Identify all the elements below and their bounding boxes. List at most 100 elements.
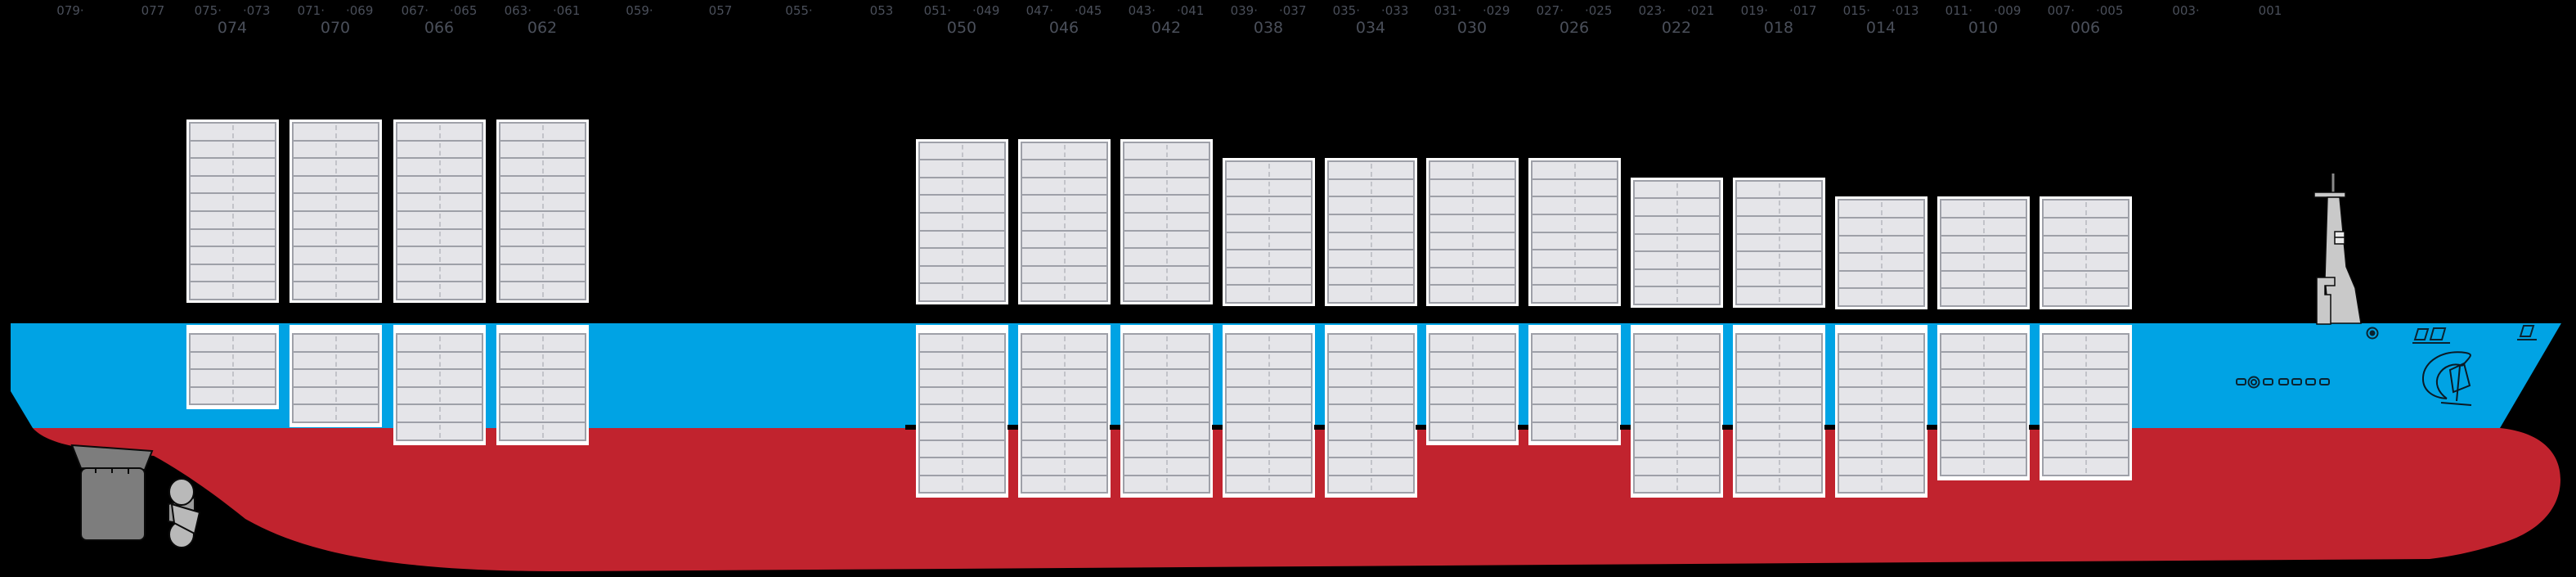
container-slot[interactable] (498, 192, 586, 212)
container-slot[interactable] (2041, 234, 2129, 255)
container-slot[interactable] (1632, 214, 1721, 235)
container-slot[interactable] (1632, 179, 1721, 200)
container-slot[interactable] (1530, 266, 1618, 286)
container-slot[interactable] (918, 350, 1006, 371)
container-slot[interactable] (1939, 403, 2027, 423)
container-slot[interactable] (1530, 196, 1618, 215)
deck-stack-bay-026[interactable] (1528, 158, 1621, 306)
container-slot[interactable] (1224, 284, 1313, 304)
container-slot[interactable] (1020, 211, 1108, 232)
container-slot[interactable] (188, 281, 276, 300)
container-slot[interactable] (1837, 333, 1925, 353)
container-slot[interactable] (1632, 368, 1721, 388)
container-slot[interactable] (1632, 457, 1721, 476)
hold-stack-bay-066[interactable] (393, 325, 486, 445)
container-slot[interactable] (918, 368, 1006, 388)
container-slot[interactable] (188, 228, 276, 248)
container-slot[interactable] (498, 350, 586, 371)
container-slot[interactable] (291, 228, 379, 248)
container-slot[interactable] (1020, 247, 1108, 267)
container-slot[interactable] (188, 139, 276, 160)
deck-stack-bay-074[interactable] (186, 119, 279, 303)
container-slot[interactable] (1632, 268, 1721, 288)
container-slot[interactable] (1020, 333, 1108, 353)
container-slot[interactable] (1122, 141, 1210, 161)
deck-stack-bay-010[interactable] (1936, 196, 2030, 309)
container-slot[interactable] (1837, 199, 1925, 219)
container-slot[interactable] (1020, 421, 1108, 441)
deck-stack-bay-066[interactable] (393, 119, 486, 303)
container-slot[interactable] (1122, 403, 1210, 423)
container-slot[interactable] (1326, 284, 1415, 304)
container-slot[interactable] (1122, 421, 1210, 441)
container-slot[interactable] (1428, 160, 1516, 180)
container-slot[interactable] (1326, 213, 1415, 233)
container-slot[interactable] (1837, 287, 1925, 307)
container-slot[interactable] (1735, 232, 1823, 253)
container-slot[interactable] (918, 141, 1006, 161)
container-slot[interactable] (2041, 199, 2129, 219)
container-slot[interactable] (1224, 368, 1313, 388)
deck-stack-bay-042[interactable] (1120, 138, 1213, 304)
container-slot[interactable] (498, 421, 586, 441)
container-slot[interactable] (1939, 269, 2027, 290)
container-slot[interactable] (291, 403, 379, 423)
container-slot[interactable] (498, 210, 586, 230)
hold-stack-bay-006[interactable] (2039, 325, 2132, 480)
container-slot[interactable] (1939, 234, 2027, 255)
container-slot[interactable] (1326, 474, 1415, 494)
hold-stack-bay-042[interactable] (1120, 325, 1213, 498)
container-slot[interactable] (1428, 196, 1516, 215)
deck-stack-bay-062[interactable] (496, 119, 589, 303)
container-slot[interactable] (395, 350, 483, 371)
hold-stack-bay-010[interactable] (1936, 325, 2030, 480)
container-slot[interactable] (1020, 457, 1108, 476)
container-slot[interactable] (1939, 199, 2027, 219)
container-slot[interactable] (1837, 421, 1925, 441)
hold-stack-bay-030[interactable] (1425, 325, 1519, 445)
container-slot[interactable] (1428, 333, 1516, 353)
container-slot[interactable] (1632, 232, 1721, 253)
container-slot[interactable] (1735, 403, 1823, 423)
container-slot[interactable] (395, 157, 483, 177)
container-slot[interactable] (918, 439, 1006, 459)
container-slot[interactable] (1224, 385, 1313, 406)
container-slot[interactable] (1735, 385, 1823, 406)
deck-stack-bay-006[interactable] (2039, 196, 2132, 309)
container-slot[interactable] (498, 157, 586, 177)
container-slot[interactable] (1224, 213, 1313, 233)
container-slot[interactable] (2041, 216, 2129, 237)
container-slot[interactable] (1939, 350, 2027, 371)
container-slot[interactable] (1735, 286, 1823, 305)
container-slot[interactable] (498, 403, 586, 423)
container-slot[interactable] (1939, 216, 2027, 237)
container-slot[interactable] (1530, 403, 1618, 423)
container-slot[interactable] (1224, 231, 1313, 251)
container-slot[interactable] (1530, 333, 1618, 353)
container-slot[interactable] (395, 139, 483, 160)
container-slot[interactable] (1122, 159, 1210, 178)
container-slot[interactable] (1735, 179, 1823, 200)
container-slot[interactable] (1735, 214, 1823, 235)
container-slot[interactable] (2041, 368, 2129, 388)
container-slot[interactable] (1326, 249, 1415, 268)
container-slot[interactable] (1224, 196, 1313, 215)
container-slot[interactable] (1326, 403, 1415, 423)
container-slot[interactable] (1020, 385, 1108, 406)
container-slot[interactable] (1020, 194, 1108, 214)
container-slot[interactable] (291, 192, 379, 212)
container-slot[interactable] (1122, 176, 1210, 196)
container-slot[interactable] (1530, 213, 1618, 233)
deck-stack-bay-014[interactable] (1834, 196, 1928, 309)
container-slot[interactable] (1224, 457, 1313, 476)
container-slot[interactable] (498, 246, 586, 265)
container-slot[interactable] (1224, 249, 1313, 268)
container-slot[interactable] (291, 263, 379, 283)
container-slot[interactable] (395, 228, 483, 248)
container-slot[interactable] (1837, 269, 1925, 290)
container-slot[interactable] (498, 385, 586, 406)
container-slot[interactable] (498, 333, 586, 353)
container-slot[interactable] (1224, 474, 1313, 494)
container-slot[interactable] (498, 174, 586, 195)
container-slot[interactable] (1632, 250, 1721, 270)
